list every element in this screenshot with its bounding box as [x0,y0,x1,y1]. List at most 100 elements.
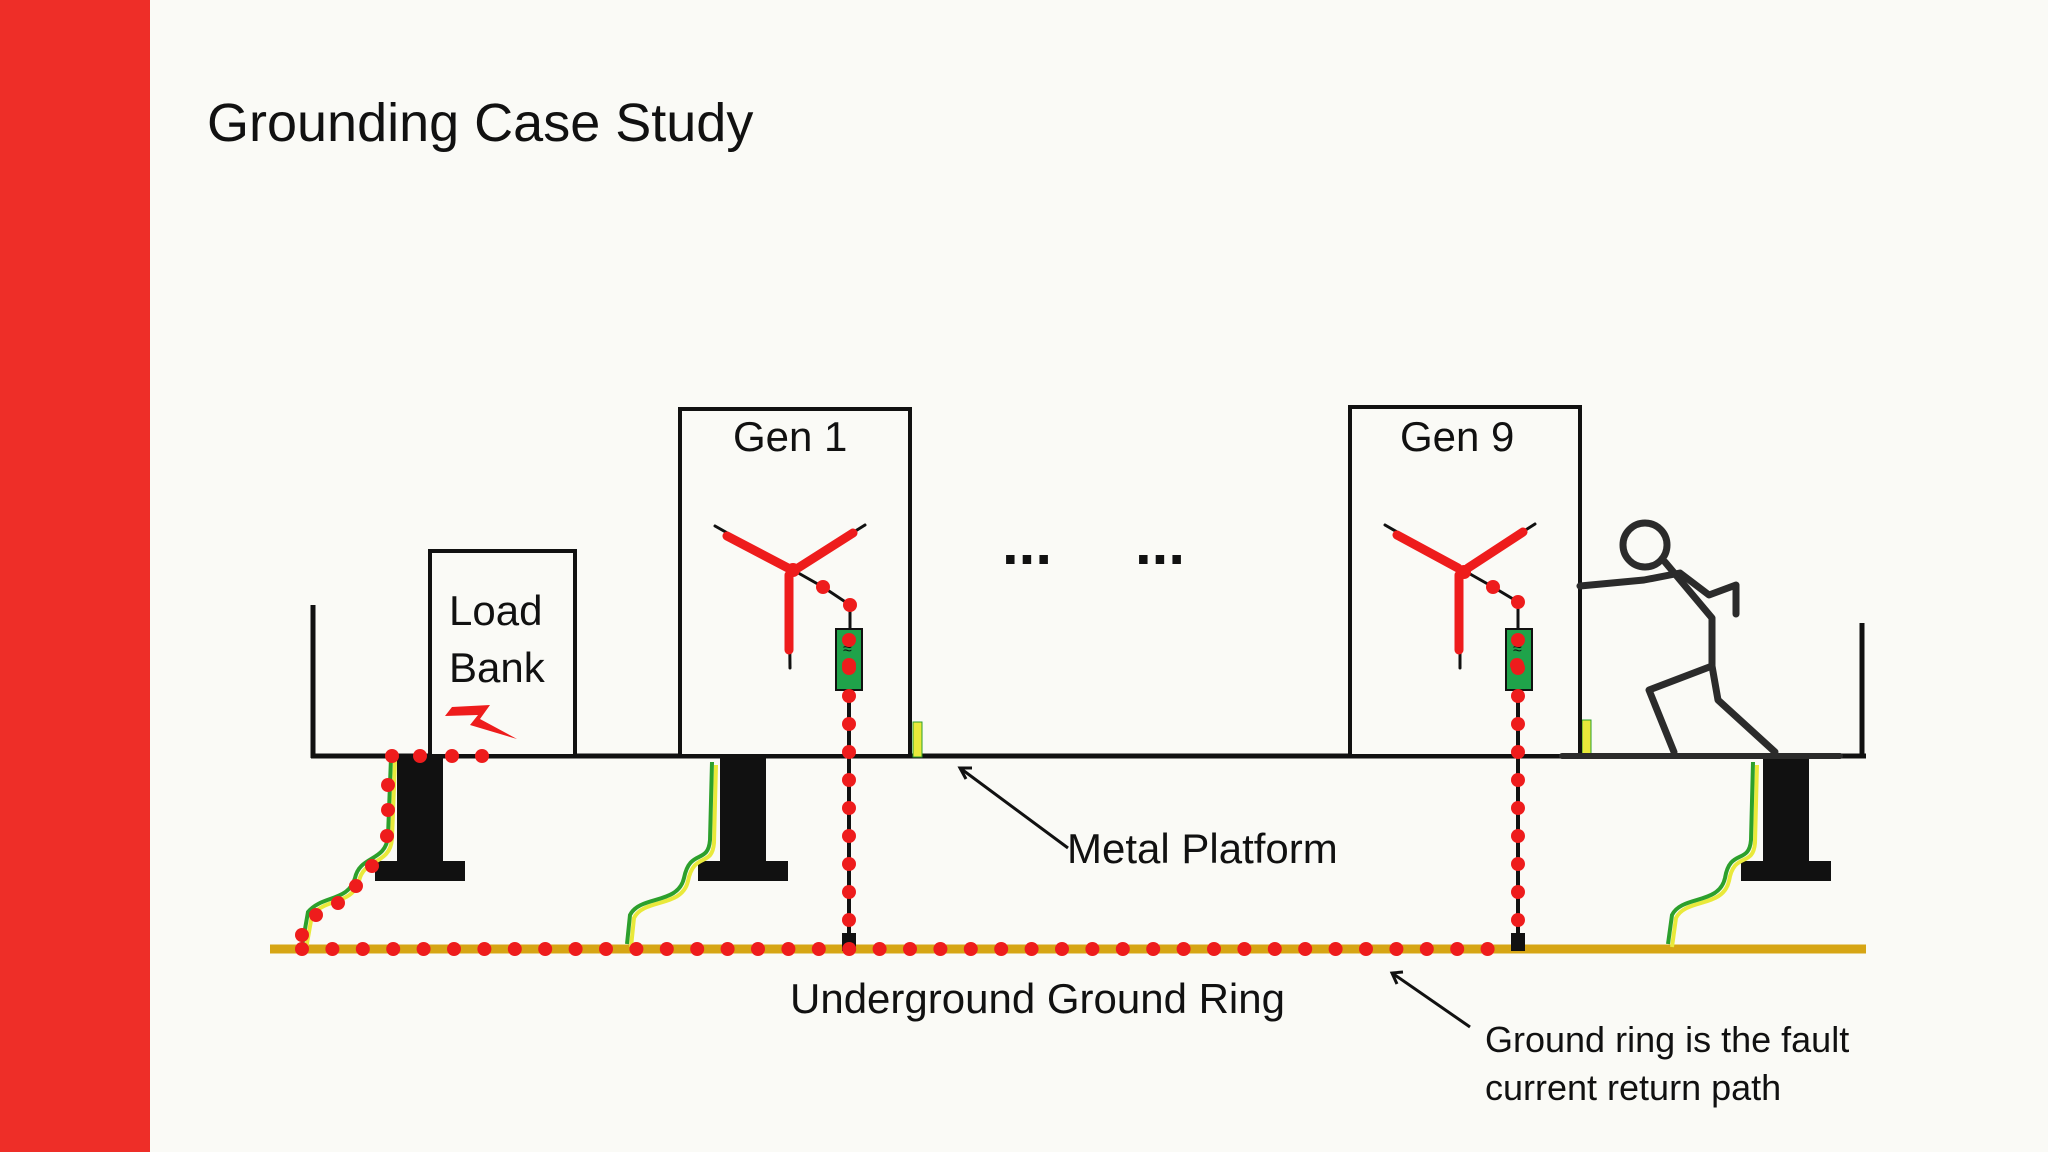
gen9-ground-rod [1511,933,1525,951]
fault-path-dot [477,942,492,956]
fault-path-dot [1359,942,1373,956]
fault-path-dot [1511,595,1525,609]
fault-path-dot [386,942,401,956]
fault-path-dot [599,942,613,956]
fault-path-dot [903,942,917,956]
gen9-label: Gen 9 [1400,413,1514,460]
fault-path-dot [842,717,856,731]
arrow-icon [957,766,1471,1029]
platform-supports [375,758,1831,881]
ellipsis-left: ... [1002,510,1052,577]
fault-path-dot [416,942,431,956]
fault-path-dot [1511,913,1525,927]
note-line1: Ground ring is the fault [1485,1019,1849,1060]
support-left [375,758,465,881]
slide-title: Grounding Case Study [207,93,754,153]
fault-path-dot [994,942,1009,956]
fault-path-dot [1511,885,1525,899]
load-bank-label-line2: Bank [449,644,546,691]
fault-path-dot [842,689,856,703]
fault-path-dot [1511,857,1525,871]
fault-path-dot [1267,942,1282,956]
fault-path-dot [1511,773,1525,787]
fault-path-dot [629,942,644,956]
fault-path-dot [842,745,856,759]
fault-path-dot [1055,942,1069,956]
fault-path-dot [568,942,583,956]
ellipsis-right: ... [1135,510,1185,577]
support-gen1 [698,758,788,881]
gen1-box [678,407,912,758]
gen1-label: Gen 1 [733,413,847,460]
note-line2: current return path [1485,1067,1781,1108]
fault-path-dot [842,773,856,787]
fault-current-path [295,563,1525,956]
fault-path-dot [1146,942,1161,956]
fault-path-dot [365,859,379,873]
fault-path-dot [751,942,765,956]
fault-path-dot [842,658,856,672]
fault-path-dot [933,942,948,956]
fault-path-dot [781,942,796,956]
fault-path-dot [842,857,856,871]
fault-path-dot [331,896,345,910]
fault-path-dot [445,749,459,763]
lightning-bolt-icon [445,705,517,739]
fault-path-dot [842,829,856,843]
fault-path-dot [1510,658,1524,672]
support-right [1741,758,1831,881]
fault-path-dot [842,633,856,647]
side-accent-bar [0,0,150,1152]
fault-path-dot [1511,829,1525,843]
load-bank-label-line1: Load [449,587,542,634]
fault-path-dot [1480,942,1495,956]
fault-path-dot [325,942,340,956]
load-bank-box [428,549,577,758]
fault-path-dot [1486,580,1500,594]
fault-path-dot [720,942,735,956]
fault-path-dot [1419,942,1434,956]
fault-path-dot [1511,689,1525,703]
fault-path-dot [842,913,856,927]
gen9-resistor-mark: ≈ [1513,641,1522,658]
fault-path-dot [355,942,370,956]
fault-path-dot [413,749,427,763]
gen1-resistor-mark: ≈ [843,641,852,658]
fault-path-dot [385,749,399,763]
ground-ring-label: Underground Ground Ring [790,975,1285,1022]
fault-path-dot [1457,565,1471,579]
fault-path-dot [309,908,323,922]
metal-platform-label: Metal Platform [1067,825,1338,872]
stick-figure-person-icon [1559,519,1843,759]
fault-path-dot [381,778,395,792]
fault-path-dot [507,942,522,956]
fault-path-dot [295,942,309,956]
fault-path-dot [1237,942,1252,956]
bond-tab-gen1 [912,721,923,758]
fault-path-dot [1298,942,1313,956]
fault-path-dot [381,803,395,817]
fault-path-dot [1115,942,1130,956]
fault-path-dot [816,580,830,594]
bond-tab-gen9 [1581,719,1592,756]
fault-path-dot [843,598,857,612]
generator-wye-winding-icon [1383,522,1537,670]
fault-path-dot [786,563,800,577]
gen9-box [1348,405,1582,758]
fault-path-dot [538,942,553,956]
fault-path-dot [963,942,978,956]
fault-path-dot [842,942,857,956]
fault-path-dot [1511,745,1525,759]
fault-path-dot [1176,942,1191,956]
fault-path-dot [1024,942,1039,956]
fault-path-dot [842,801,856,815]
fault-path-dot [1511,633,1525,647]
fault-path-dot [1389,942,1404,956]
fault-path-dot [1511,717,1525,731]
fault-path-dot [1328,942,1343,956]
fault-path-dot [349,879,363,893]
fault-path-dot [1511,801,1525,815]
fault-path-dot [872,942,887,956]
fault-path-dot [659,942,674,956]
